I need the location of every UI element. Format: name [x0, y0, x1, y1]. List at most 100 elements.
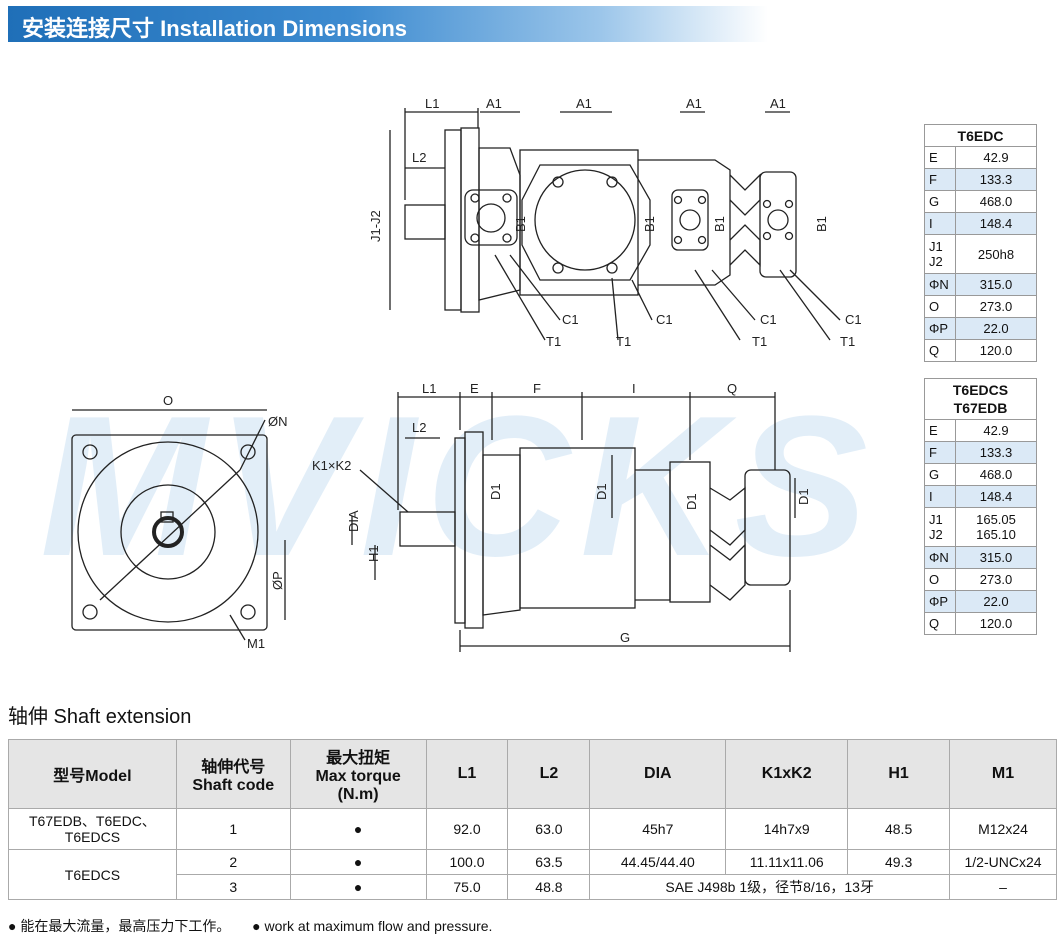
dim-label: T1 [616, 334, 631, 349]
spec-value: 22.0 [955, 317, 1037, 340]
dim-label: C1 [845, 312, 862, 327]
dim-label: G [620, 630, 630, 645]
cell-k1xk2: 11.11x11.06 [725, 849, 849, 875]
spec-key: E [924, 419, 956, 442]
dim-label: F [533, 381, 541, 396]
cell-m1: – [949, 874, 1057, 900]
dim-label: B1 [712, 216, 727, 232]
cell-torque: ● [289, 849, 427, 875]
col-header-max-torque: 最大扭矩 Max torque (N.m) [289, 739, 427, 809]
spec-table-title: T6EDCS T67EDB [924, 378, 1037, 420]
dim-label: L2 [412, 420, 426, 435]
col-header-k1xk2: K1xK2 [725, 739, 849, 809]
cell-dia: 45h7 [589, 808, 727, 850]
cell-l1: 92.0 [425, 808, 509, 850]
dim-label: O [163, 393, 173, 408]
dim-label: B1 [642, 216, 657, 232]
spec-key: F [924, 441, 956, 464]
spec-key: I [924, 212, 956, 235]
dim-label: DIA [346, 510, 361, 532]
spec-key: J1 J2 [924, 507, 956, 547]
cell-k1xk2: 14h7x9 [725, 808, 849, 850]
spec-value: 148.4 [955, 212, 1037, 235]
cell-h1: 48.5 [847, 808, 951, 850]
spec-value: 42.9 [955, 146, 1037, 169]
spec-key: ΦP [924, 317, 956, 340]
dim-label: M1 [247, 636, 265, 651]
dim-label: T1 [752, 334, 767, 349]
dim-label: A1 [770, 96, 786, 111]
dim-label: B1 [814, 216, 829, 232]
dim-label: L2 [412, 150, 426, 165]
dim-label: C1 [656, 312, 673, 327]
col-header-l1: L1 [425, 739, 509, 809]
col-header-l2: L2 [507, 739, 591, 809]
dim-label: L1 [422, 381, 436, 396]
table-row: T6EDCS 2 ● 100.0 63.5 44.45/44.40 11.11x… [8, 849, 1057, 900]
dim-label: K1×K2 [312, 458, 351, 473]
cell-m1: 1/2-UNCx24 [949, 849, 1057, 875]
dim-label: Q [727, 381, 737, 396]
dim-label: C1 [760, 312, 777, 327]
spec-value: 250h8 [955, 234, 1037, 274]
cell-l1: 100.0 [425, 849, 509, 875]
spec-key: Q [924, 339, 956, 362]
dim-label: E [470, 381, 479, 396]
spec-value: 315.0 [955, 273, 1037, 296]
dim-label: T1 [840, 334, 855, 349]
cell-code: 2 [175, 849, 291, 875]
spec-table-title-line2: T67EDB [953, 400, 1008, 416]
cell-l2: 63.5 [507, 849, 591, 875]
col-header-model: 型号Model [8, 739, 177, 809]
section-title-shaft: 轴伸 Shaft extension [8, 706, 192, 728]
dim-label: D1 [796, 488, 811, 505]
dim-label: T1 [546, 334, 561, 349]
spec-value: 273.0 [955, 295, 1037, 318]
spec-value: 165.05 165.10 [955, 507, 1037, 547]
dim-label: J1-J2 [368, 210, 383, 242]
cell-code: 1 [175, 808, 291, 850]
spec-value: 42.9 [955, 419, 1037, 442]
cell-torque: ● [289, 874, 427, 900]
dim-label: D1 [488, 483, 503, 500]
dim-label: A1 [686, 96, 702, 111]
spec-key: ΦP [924, 590, 956, 613]
spec-value: 133.3 [955, 168, 1037, 191]
spec-key: O [924, 568, 956, 591]
cell-model: T67EDB、T6EDC、 T6EDCS [8, 808, 177, 850]
footnote: ● 能在最大流量，最高压力下工作。 ● work at maximum flow… [8, 916, 492, 936]
footnote-cn: ● 能在最大流量，最高压力下工作。 [8, 918, 231, 934]
spec-key: Q [924, 612, 956, 635]
technical-drawing: MVICKS [40, 96, 878, 652]
dim-label: H1 [366, 545, 381, 562]
watermark: MVICKS [40, 375, 878, 598]
cell-merged-spline: SAE J498b 1级，径节8/16，13牙 [589, 874, 951, 900]
dim-label: ØP [270, 571, 285, 590]
spec-value: 273.0 [955, 568, 1037, 591]
spec-key: J1 J2 [924, 234, 956, 274]
dim-label: B1 [513, 216, 528, 232]
cell-m1: M12x24 [949, 808, 1057, 850]
col-header-h1: H1 [847, 739, 951, 809]
spec-table-title-line1: T6EDCS [952, 382, 1009, 398]
spec-key: G [924, 463, 956, 486]
dim-label: D1 [684, 493, 699, 510]
section-header: 安装连接尺寸 Installation Dimensions [8, 6, 768, 42]
header-title: 安装连接尺寸 Installation Dimensions [22, 16, 408, 41]
dim-label: I [632, 381, 636, 396]
cell-dia: 44.45/44.40 [589, 849, 727, 875]
cell-model: T6EDCS [8, 849, 177, 900]
dim-label: C1 [562, 312, 579, 327]
spec-key: I [924, 485, 956, 508]
cell-l2: 48.8 [507, 874, 591, 900]
footnote-en: ● work at maximum flow and pressure. [252, 918, 493, 934]
spec-key: E [924, 146, 956, 169]
spec-key: G [924, 190, 956, 213]
dim-label: D1 [594, 483, 609, 500]
table-row: T67EDB、T6EDC、 T6EDCS 1 ● 92.0 63.0 45h7 … [8, 808, 1057, 850]
table-row: 3 ● 75.0 48.8 SAE J498b 1级，径节8/16，13牙 – [9, 874, 1057, 900]
spec-value: 120.0 [955, 612, 1037, 635]
dim-label: L1 [425, 96, 439, 111]
spec-key: F [924, 168, 956, 191]
